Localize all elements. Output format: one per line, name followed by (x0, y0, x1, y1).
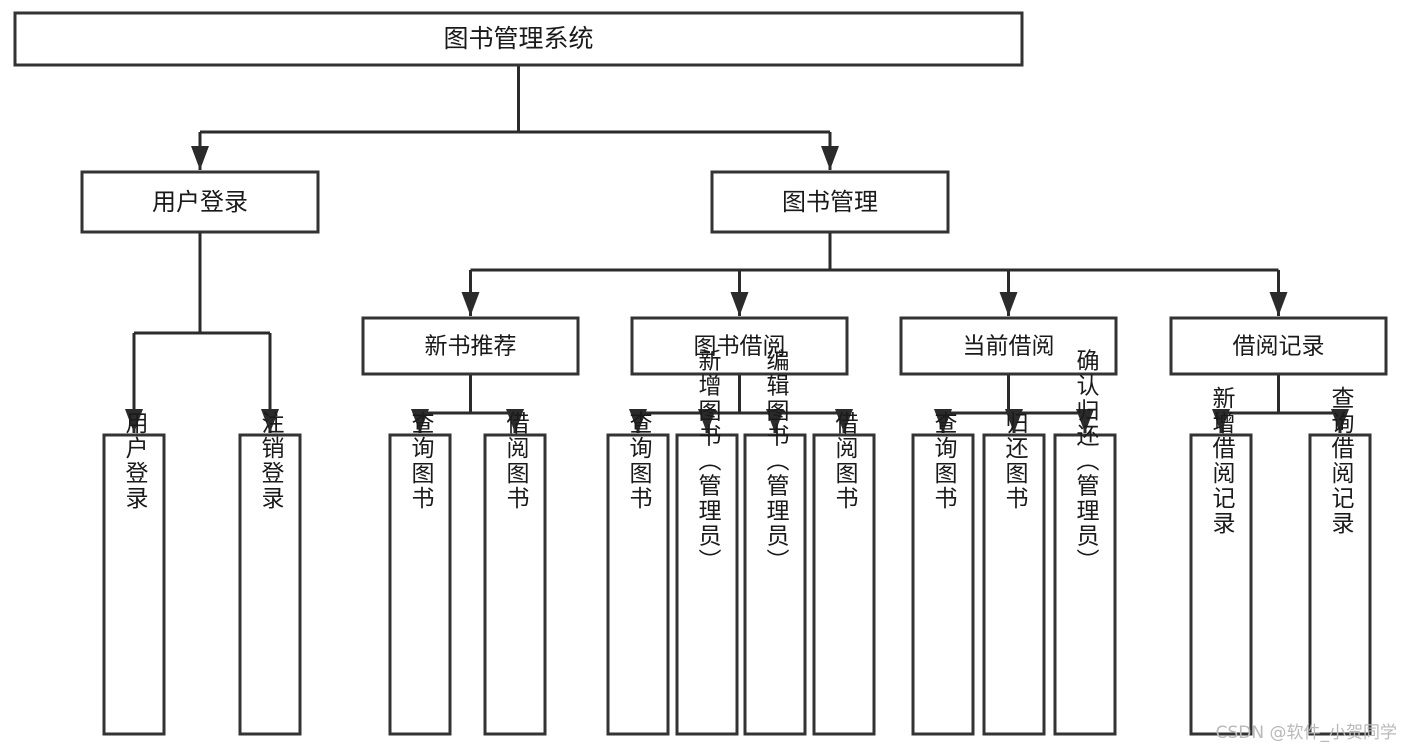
node-label: 注销登录 (257, 411, 285, 511)
connector-layer (125, 65, 1349, 433)
arrow-head (1331, 409, 1349, 433)
node-box (1169, 316, 1388, 376)
node-leaf-confirm-return[interactable]: 确认归还（管理员） (1053, 349, 1117, 736)
node-box (675, 433, 739, 736)
node-leaf-logout[interactable]: 注销登录 (238, 411, 302, 736)
arrow-head (1076, 409, 1094, 433)
node-label: 用户登录 (152, 188, 248, 216)
arrow-head (506, 409, 524, 433)
node-leaf-edit-book[interactable]: 编辑图书（管理员） (743, 349, 807, 736)
arrow-head (1005, 409, 1023, 433)
arrow-head (461, 292, 480, 316)
node-box (710, 170, 950, 234)
node-book-management[interactable]: 图书管理 (710, 170, 950, 234)
node-label: 查询图书 (625, 411, 653, 511)
node-label: 查询图书 (407, 411, 435, 511)
arrow-head (1269, 292, 1288, 316)
arrow-head (821, 146, 839, 170)
node-user-login[interactable]: 用户登录 (80, 170, 320, 234)
node-layer: 图书管理系统用户登录图书管理新书推荐图书借阅当前借阅借阅记录用户登录注销登录查询… (13, 11, 1388, 736)
node-box (606, 433, 670, 736)
node-box (911, 433, 975, 736)
node-box (13, 11, 1024, 67)
node-label: 图书管理系统 (443, 24, 593, 53)
arrow-head (835, 409, 853, 433)
node-box (80, 170, 320, 234)
node-box (1308, 433, 1372, 736)
node-label: 查询借阅记录 (1327, 386, 1355, 536)
node-label: 新增借阅记录 (1208, 386, 1236, 536)
arrow-head (191, 146, 209, 170)
node-leaf-add-book[interactable]: 新增图书（管理员） (675, 349, 739, 736)
node-box (982, 433, 1046, 736)
arrow-head (125, 409, 143, 433)
node-box (238, 433, 302, 736)
node-box (102, 433, 166, 736)
arrow-head (411, 409, 429, 433)
arrow-head (934, 409, 952, 433)
node-box (483, 433, 547, 736)
node-label: 新书推荐 (425, 334, 517, 360)
arrow-head (999, 292, 1018, 316)
node-label: 图书借阅 (694, 334, 786, 360)
arrow-head (261, 409, 279, 433)
node-label: 查询图书 (930, 411, 958, 511)
node-undefined[interactable]: 图书管理系统 (13, 11, 1024, 67)
node-leaf-borrow-book-2[interactable]: 借阅图书 (812, 411, 876, 736)
arrow-head (1212, 409, 1230, 433)
node-label: 借阅图书 (502, 411, 530, 511)
arrow-head (629, 409, 647, 433)
node-box (812, 433, 876, 736)
node-label: 借阅图书 (831, 411, 859, 511)
node-box (361, 316, 580, 376)
node-leaf-query-record[interactable]: 查询借阅记录 (1308, 386, 1372, 736)
node-box (1053, 433, 1117, 736)
node-box (899, 316, 1118, 376)
node-new-book-recommend[interactable]: 新书推荐 (361, 316, 580, 376)
node-box (630, 316, 849, 376)
node-box (388, 433, 452, 736)
node-book-borrow[interactable]: 图书借阅 (630, 316, 849, 376)
node-leaf-query-book-1[interactable]: 查询图书 (388, 411, 452, 736)
arrow-head (766, 409, 784, 433)
node-leaf-add-record[interactable]: 新增借阅记录 (1189, 386, 1253, 736)
node-label: 新增图书（管理员） (694, 349, 722, 574)
arrow-head (698, 409, 716, 433)
node-leaf-user-login[interactable]: 用户登录 (102, 411, 166, 736)
node-label: 用户登录 (121, 411, 149, 511)
node-label: 当前借阅 (963, 334, 1055, 360)
node-label: 归还图书 (1001, 411, 1029, 511)
node-label: 图书管理 (782, 188, 878, 216)
node-leaf-return-book[interactable]: 归还图书 (982, 411, 1046, 736)
node-label: 编辑图书（管理员） (762, 349, 790, 574)
node-current-borrow[interactable]: 当前借阅 (899, 316, 1118, 376)
node-leaf-query-book-3[interactable]: 查询图书 (911, 411, 975, 736)
node-leaf-query-book-2[interactable]: 查询图书 (606, 411, 670, 736)
node-label: 借阅记录 (1233, 334, 1325, 360)
arrow-head (730, 292, 749, 316)
node-leaf-borrow-book-1[interactable]: 借阅图书 (483, 411, 547, 736)
node-borrow-record[interactable]: 借阅记录 (1169, 316, 1388, 376)
node-box (1189, 433, 1253, 736)
node-label: 确认归还（管理员） (1072, 349, 1100, 574)
node-box (743, 433, 807, 736)
